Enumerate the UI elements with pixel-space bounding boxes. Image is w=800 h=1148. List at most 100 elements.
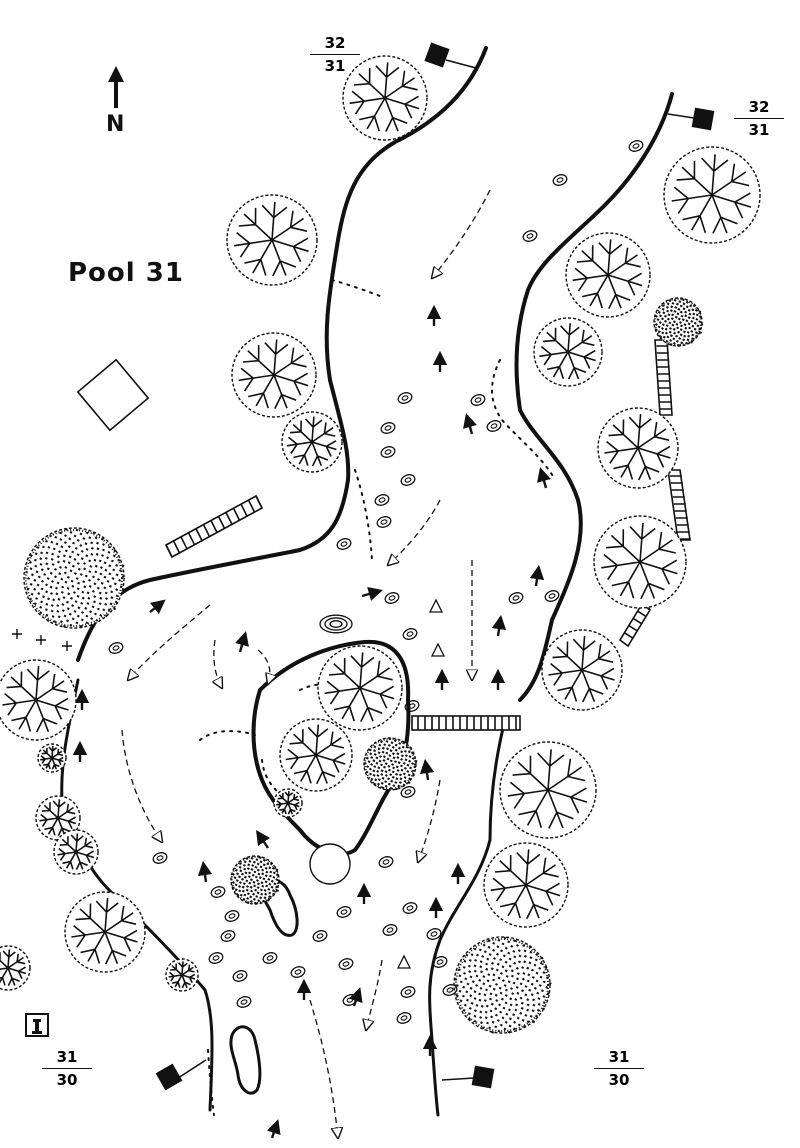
flow-arrow [128,604,211,680]
eddy-swirl-icon [486,420,502,432]
tree-icon [499,741,597,839]
eddy-swirl-icon [152,852,168,864]
tree-icon [453,936,552,1034]
section-marker: 31 30 [42,1046,92,1091]
upstream-arrows [72,304,551,1139]
eddy-swirl-icon [522,230,538,242]
tree-icon [483,842,569,928]
upstream-arrow [235,631,249,653]
tree-icon [363,737,418,792]
gauge-station-icon [667,107,715,131]
flow-arrow [418,779,441,862]
gauge-station-icon [155,1059,207,1091]
eddy-swirl-icon [442,984,458,996]
tree-icon [533,317,603,387]
eddy-swirl-icon [400,986,416,998]
eddy-swirl-icon [224,910,240,922]
tree-icon [165,958,199,992]
upstream-arrow [537,467,551,489]
eddy-swirl-icon [470,394,486,406]
eddy-swirl-icon [380,446,396,458]
tree-icon [663,146,761,244]
tree-icon [226,194,318,286]
tree-icon [53,829,99,875]
tree-icon [37,743,67,773]
section-marker-lower: 30 [608,1071,630,1089]
eddy-swirl-icon [108,642,124,654]
eddy-swirl-icon [508,592,524,604]
fence-marks [12,629,72,651]
triangle-mark [428,598,444,613]
island-outline [251,639,411,856]
tree-icon [279,718,353,792]
upstream-arrow [197,860,213,883]
river-banks [60,46,674,1117]
eddy-swirl-icon [404,700,420,712]
tree-icon [309,843,351,885]
section-marker-upper: 32 [734,96,784,119]
swirl-marks [108,140,644,1024]
upstream-arrow [491,614,507,637]
eddy-swirl-icon [336,906,352,918]
tree-icon [64,891,146,973]
pool-title: Pool 31 [68,258,184,288]
footbridge [411,715,521,731]
upstream-arrow [419,758,435,781]
eddy-swirl-icon [262,952,278,964]
flow-arrow [309,999,338,1138]
flow-arrow [214,639,222,688]
eddy-swirl-icon [432,956,448,968]
lock-gate-icon [25,1013,49,1037]
upstream-arrow [361,587,383,601]
north-arrow-icon [108,66,124,108]
eddy-swirl-icon [232,970,248,982]
eddy-swirl-icon [400,786,416,798]
west-bank-upper [76,46,488,662]
eddy-swirl-icon [210,886,226,898]
eddy-swirl-icon [208,952,224,964]
flow-arrows [121,189,491,1138]
flow-arrow [388,499,441,565]
tree-icon [230,855,281,905]
eddy-swirl-icon [376,516,392,528]
upstream-arrow [266,1119,281,1139]
tree-icon [281,411,343,473]
section-marker-lower: 30 [56,1071,78,1089]
section-marker-lower: 31 [748,121,770,139]
tree-icon [0,659,77,741]
flow-arrow [257,649,270,684]
upstream-arrow [256,830,270,849]
section-marker-upper: 31 [42,1046,92,1069]
eddy-swirl-icon [236,996,252,1008]
east-bank-upper [514,92,674,702]
pond-south [229,1025,262,1095]
tree-icon [231,332,317,418]
eddy-swirl-icon [312,930,328,942]
upstream-arrow [463,413,477,435]
triangle-mark [396,954,412,969]
tree-icon [35,795,81,841]
upstream-arrow [529,564,545,587]
section-marker-upper: 32 [310,32,360,55]
eddy-swirl-icon [402,902,418,914]
east-bank-lower [428,718,507,1117]
tree-icon [541,629,623,711]
eddy-swirl-icon [378,856,394,868]
section-marker-lower: 31 [324,57,346,75]
tree-icon [317,645,403,731]
gauge-station-icon [441,1065,495,1089]
dotted-shorelines [199,279,556,1116]
upstream-arrow [149,599,166,615]
walkway-east [618,339,691,648]
tree-icon [565,232,651,318]
section-marker-upper: 31 [594,1046,644,1069]
section-marker: 32 31 [310,32,360,77]
eddy-swirl-icon [382,924,398,936]
eddy-swirl-icon [380,422,396,434]
open-square-structure [76,358,150,432]
tree-icon [593,515,687,609]
eddy-swirl-icon [544,590,560,602]
eddy-swirl-icon [336,538,352,550]
eddy-swirl-icon [342,994,358,1006]
tree-icon [273,788,303,818]
